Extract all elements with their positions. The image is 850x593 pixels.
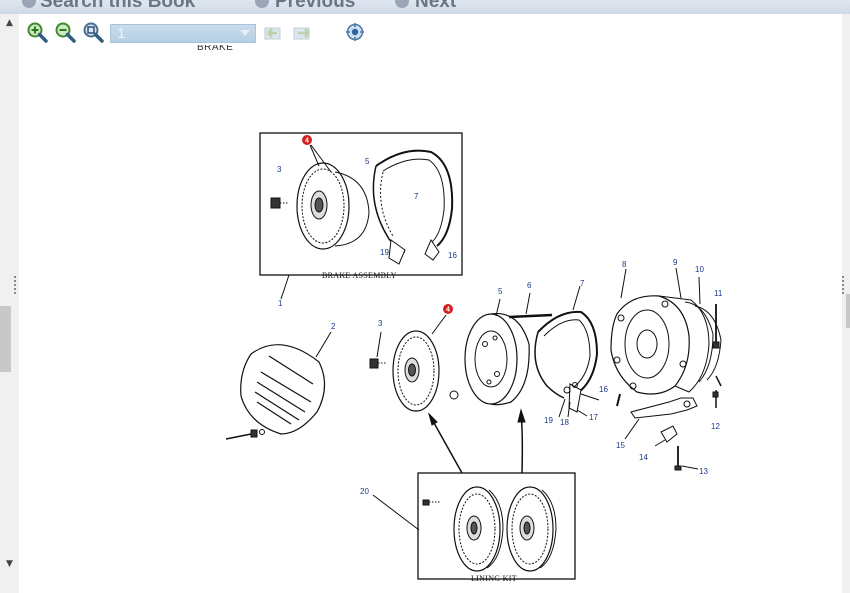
callout-7-lower: 7 (580, 279, 585, 288)
lining-kit-disc-1 (453, 486, 504, 572)
page-select-value: 1 (117, 25, 126, 42)
print-button[interactable] (345, 21, 367, 43)
document-viewer: 1 BRAKE (19, 14, 842, 593)
callout-badge-4-top (302, 135, 312, 145)
splitter-grip-right[interactable] (842, 276, 846, 298)
left-scrollbar[interactable]: ▲ ▼ (0, 14, 19, 593)
callout-1: 1 (278, 299, 283, 308)
callout-19-top: 19 (380, 248, 389, 257)
brake-assembly-caption: BRAKE ASSEMBLY (322, 271, 397, 280)
splitter-grip-left[interactable] (14, 276, 18, 298)
callout-2: 2 (331, 322, 336, 331)
pin (508, 313, 553, 319)
callout-16-lower: 16 (599, 385, 608, 394)
scroll-down-arrow-icon[interactable]: ▼ (6, 559, 13, 569)
zoom-out-icon (55, 22, 76, 43)
zoom-out-button[interactable] (54, 21, 76, 43)
next-page-button[interactable] (292, 23, 314, 45)
previous-page-icon (264, 27, 281, 40)
brake-parts-diagram: 4 4 BRAKE ASSEMBLY LINING KIT 3 5 7 19 1… (225, 132, 723, 583)
previous-icon[interactable] (255, 0, 269, 8)
callout-12: 12 (711, 422, 720, 431)
brake-band-top (372, 149, 454, 265)
brake-assembly-box (259, 132, 463, 276)
chevron-down-icon (240, 30, 250, 36)
housing-bolt (712, 304, 720, 349)
right-scrollbar-thumb[interactable] (846, 294, 850, 328)
brake-band-lower (534, 310, 599, 413)
callout-20: 20 (360, 487, 369, 496)
brake-drum (464, 312, 530, 406)
brake-lining-disc-lower (392, 330, 440, 412)
callout-14: 14 (639, 453, 648, 462)
lever (630, 397, 698, 419)
zoom-in-button[interactable] (26, 21, 48, 43)
zoom-in-icon (27, 22, 48, 43)
page-select[interactable]: 1 (110, 24, 256, 43)
adjusting-bolt (674, 446, 682, 471)
previous-link[interactable]: Previous (275, 0, 356, 12)
callout-3-lower: 3 (378, 319, 383, 328)
lining-kit-disc-2 (506, 486, 557, 572)
right-scrollbar[interactable] (842, 14, 850, 593)
callout-17: 17 (589, 413, 598, 422)
clevis (654, 425, 678, 447)
print-icon (346, 23, 364, 41)
page-header-label: BRAKE (197, 45, 234, 52)
next-icon[interactable] (395, 0, 409, 8)
next-link[interactable]: Next (415, 0, 457, 12)
callout-7-top: 7 (414, 192, 419, 201)
search-book-icon[interactable] (22, 0, 36, 8)
callout-18: 18 (560, 418, 569, 427)
next-page-icon (293, 27, 310, 40)
brake-cover (240, 344, 326, 435)
lining-kit-screw (422, 499, 441, 506)
viewer-toolbar: 1 BRAKE (19, 14, 842, 54)
bolt-top (270, 197, 289, 209)
callout-5-lower: 5 (498, 287, 503, 296)
zoom-fit-button[interactable] (82, 21, 104, 43)
scrollbar-thumb[interactable] (0, 306, 11, 372)
callout-badge-4-lower (443, 304, 453, 314)
callout-15: 15 (616, 441, 625, 450)
cover-bolt (225, 429, 265, 440)
callout-4-top: 4 (305, 138, 309, 145)
callout-11: 11 (714, 289, 723, 298)
callout-19-lower: 19 (544, 416, 553, 425)
callout-10: 10 (695, 265, 704, 274)
top-nav-bar: Search this Book Previous Next (0, 0, 850, 14)
callout-5-top: 5 (365, 157, 370, 166)
callout-8: 8 (622, 260, 627, 269)
callout-9: 9 (673, 258, 678, 267)
brake-housing (610, 295, 710, 395)
lining-kit-caption: LINING KIT (471, 574, 517, 583)
callout-6: 6 (527, 281, 532, 290)
brake-lining-disc-top (296, 162, 370, 250)
callout-4-lower: 4 (446, 307, 450, 314)
zoom-fit-icon (83, 22, 104, 43)
callout-13: 13 (699, 467, 708, 476)
callout-16-top: 16 (448, 251, 457, 260)
search-this-book-link[interactable]: Search this Book (40, 0, 196, 12)
bolt-lower (369, 358, 387, 369)
scroll-up-arrow-icon[interactable]: ▲ (6, 18, 13, 28)
gasket (694, 305, 722, 381)
previous-page-button[interactable] (263, 23, 285, 45)
callout-3-top: 3 (277, 165, 282, 174)
lining-kit-box (417, 472, 576, 580)
